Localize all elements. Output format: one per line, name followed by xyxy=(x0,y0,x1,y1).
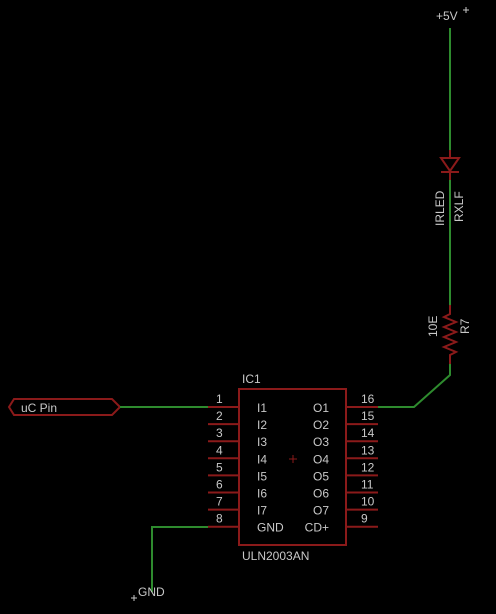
ic-right-pin-name: O6 xyxy=(313,487,329,501)
ic-left-pin-name: GND xyxy=(257,521,284,535)
ic-right-pin-name: O5 xyxy=(313,469,329,483)
ic-left-pin-name: I3 xyxy=(257,435,267,449)
ic-right-pin-number: 13 xyxy=(361,443,375,457)
ic-right-pin-number: 9 xyxy=(361,512,368,526)
ic-left-pin-name: I5 xyxy=(257,469,267,483)
ic-right-pin-name: O4 xyxy=(313,452,329,466)
resistor-ic-wire xyxy=(368,364,451,408)
ic-left-pin-number: 1 xyxy=(216,392,223,406)
gnd-wire xyxy=(151,526,208,592)
ic-left-pin-number: 8 xyxy=(216,512,223,526)
ic-left-pin-number: 5 xyxy=(216,460,223,474)
resistor-name-label: R7 xyxy=(458,318,472,334)
ic-right-pin-number: 11 xyxy=(361,478,374,492)
led-name-label: IRLED xyxy=(433,190,447,226)
input-port-label: uC Pin xyxy=(21,401,57,415)
led-value-label: RXLF xyxy=(452,191,466,222)
ic-right-pin-number: 15 xyxy=(361,409,375,423)
ir-led xyxy=(439,150,461,180)
ic-left-pin-number: 6 xyxy=(216,478,223,492)
resistor-value-label: 10E xyxy=(426,316,440,337)
ic-left-pin-number: 7 xyxy=(216,495,223,509)
resistor-r7 xyxy=(441,305,459,364)
ic-name-label: IC1 xyxy=(242,372,261,386)
ic-left-pin-name: I6 xyxy=(257,487,267,501)
ic-right-pin-number: 14 xyxy=(361,426,375,440)
ic-right-pin-name: O2 xyxy=(313,418,329,432)
ic-value-label: ULN2003AN xyxy=(242,549,309,563)
input-port xyxy=(7,398,122,416)
supply-label: +5V xyxy=(436,9,458,23)
ic-left-pin-name: I4 xyxy=(257,452,267,466)
ic-left-pin-name: I2 xyxy=(257,418,267,432)
ic-right-pin-number: 16 xyxy=(361,392,375,406)
ic-right-pin-name: CD+ xyxy=(305,521,329,535)
ic-left-pin-name: I1 xyxy=(257,401,267,415)
ic-left-pin-number: 2 xyxy=(216,409,223,423)
led-triangle xyxy=(439,157,461,173)
ic-right-pin-name: O7 xyxy=(313,504,329,518)
ic-right-pin-number: 12 xyxy=(361,460,375,474)
ground-label: GND xyxy=(138,585,165,599)
ic-left-pin-number: 4 xyxy=(216,443,223,457)
ic-right-pin-name: O3 xyxy=(313,435,329,449)
ic-left-pin-number: 3 xyxy=(216,426,223,440)
ic-body xyxy=(238,388,347,546)
ic-right-pin-number: 10 xyxy=(361,495,375,509)
ic-right-pin-name: O1 xyxy=(313,401,329,415)
ic-left-pin-name: I7 xyxy=(257,504,267,518)
